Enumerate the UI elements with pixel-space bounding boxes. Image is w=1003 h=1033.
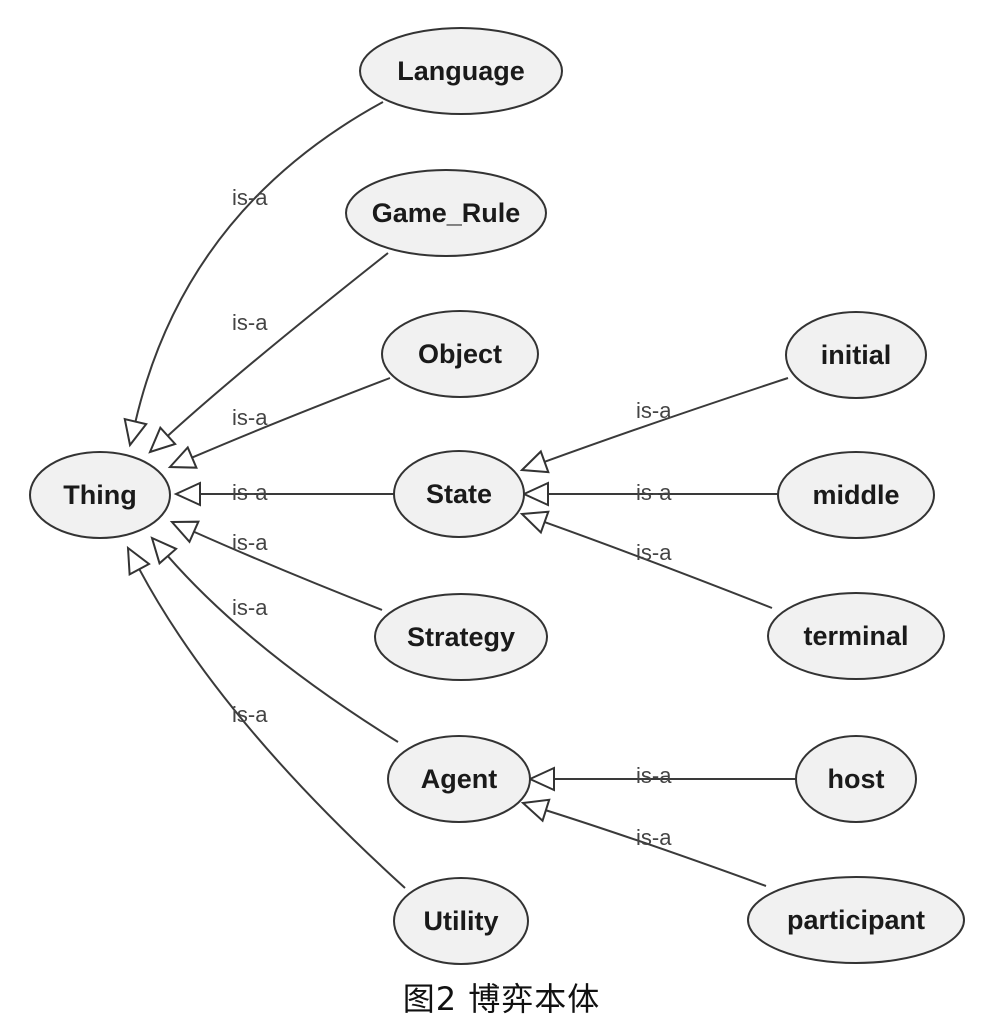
node-terminal: terminal (767, 592, 945, 680)
edge-line (193, 530, 383, 611)
node-thing: Thing (29, 451, 171, 539)
edge-label: is-a (232, 405, 268, 430)
node-state: State (393, 450, 525, 538)
edge-utility-to-thing: is-a (126, 545, 406, 889)
node-label: Object (418, 339, 502, 369)
edge-label: is-a (232, 702, 268, 727)
hollow-arrowhead-icon (519, 449, 550, 474)
node-label: initial (821, 340, 892, 370)
node-strategy: Strategy (374, 593, 548, 681)
node-label: terminal (803, 621, 908, 651)
nodes-layer: Thing LanguageGame_RuleObjectStateStrateg… (29, 27, 965, 965)
hollow-arrowhead-icon (527, 766, 555, 792)
hollow-arrowhead-icon (126, 545, 151, 576)
node-label: Game_Rule (372, 198, 521, 228)
edge-label: is-a (232, 480, 268, 505)
node-ellipse (785, 311, 927, 399)
node-label: middle (812, 480, 899, 510)
node-label: participant (787, 905, 925, 935)
edge-language-to-thing: is-a (123, 101, 384, 448)
edge-line (167, 555, 399, 743)
node-ellipse (29, 451, 171, 539)
node-ellipse (359, 27, 563, 115)
edge-label: is-a (636, 763, 672, 788)
edge-line (544, 521, 773, 609)
node-utility: Utility (393, 877, 529, 965)
node-game-rule: Game_Rule (345, 169, 547, 257)
hollow-arrowhead-icon (167, 445, 198, 469)
hollow-arrowhead-icon (519, 510, 550, 535)
hollow-arrowhead-icon (520, 798, 551, 823)
edge-line (545, 809, 767, 887)
node-label: Thing (63, 480, 136, 510)
node-label: host (828, 764, 885, 794)
node-language: Language (359, 27, 563, 115)
edge-label: is-a (636, 825, 672, 850)
edge-initial-to-state: is-a (519, 377, 789, 474)
hollow-arrowhead-icon (521, 481, 549, 507)
node-ellipse (747, 876, 965, 964)
edge-terminal-to-state: is-a (519, 510, 773, 609)
figure-caption: 图2 博弈本体 (402, 980, 601, 1018)
edge-label: is-a (232, 530, 268, 555)
edge-label: is-a (636, 398, 672, 423)
edge-line (544, 377, 789, 463)
edges-layer: is-a is-a is-a is-a is-a is-a is-a is-a is-a is-a… (123, 101, 796, 889)
edge-state-to-thing: is-a (173, 480, 394, 507)
edge-label: is-a (636, 540, 672, 565)
node-middle: middle (777, 451, 935, 539)
node-label: Agent (421, 764, 498, 794)
node-participant: participant (747, 876, 965, 964)
node-ellipse (795, 735, 917, 823)
node-label: Language (397, 56, 525, 86)
node-ellipse (777, 451, 935, 539)
hollow-arrowhead-icon (169, 520, 200, 544)
edge-game_rule-to-thing: is-a (148, 252, 389, 454)
node-host: host (795, 735, 917, 823)
node-ellipse (393, 877, 529, 965)
edge-label: is-a (636, 480, 672, 505)
node-ellipse (374, 593, 548, 681)
edge-line (138, 568, 406, 889)
edge-object-to-thing: is-a (167, 377, 391, 469)
edge-line (134, 101, 384, 422)
edge-middle-to-state: is-a (521, 480, 778, 507)
node-initial: initial (785, 311, 927, 399)
node-label: Utility (423, 906, 498, 936)
node-ellipse (381, 310, 539, 398)
node-label: Strategy (407, 622, 515, 652)
hollow-arrowhead-icon (148, 425, 177, 454)
edge-host-to-agent: is-a (527, 763, 796, 792)
node-ellipse (387, 735, 531, 823)
edge-strategy-to-thing: is-a (169, 520, 383, 611)
node-label: State (426, 479, 492, 509)
node-ellipse (767, 592, 945, 680)
edge-label: is-a (232, 185, 268, 210)
hollow-arrowhead-icon (150, 536, 178, 566)
edge-participant-to-agent: is-a (520, 798, 767, 887)
node-agent: Agent (387, 735, 531, 823)
node-object: Object (381, 310, 539, 398)
edge-line (167, 252, 389, 437)
hollow-arrowhead-icon (173, 481, 201, 507)
node-ellipse (393, 450, 525, 538)
hollow-arrowhead-icon (123, 417, 148, 448)
edge-line (191, 377, 391, 459)
node-ellipse (345, 169, 547, 257)
edge-label: is-a (232, 310, 268, 335)
edge-agent-to-thing: is-a (150, 536, 399, 743)
edge-label: is-a (232, 595, 268, 620)
